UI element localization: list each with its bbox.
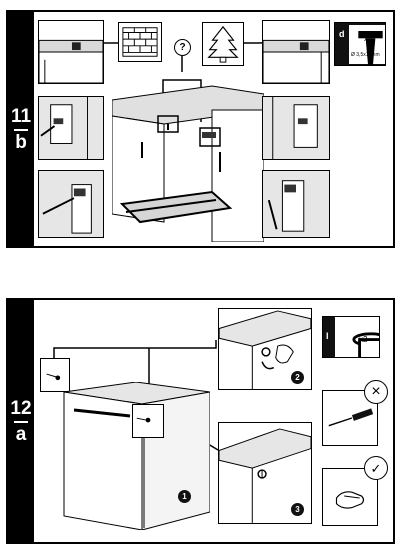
step-12-letter: a	[15, 423, 27, 445]
cap-insertion-detail: 2	[218, 308, 312, 390]
step-12-divider	[14, 420, 28, 423]
hardware-d-card: x4 Ø 3,5x14mm	[349, 25, 385, 65]
hardware-d-quantity: x4	[364, 34, 373, 43]
tree-box	[202, 22, 244, 66]
brick-wall-box	[118, 22, 162, 62]
bracket-detail-bottom-left	[38, 170, 104, 238]
step-12-panel: 12 a 1	[6, 298, 395, 544]
brick-wall-icon	[122, 27, 158, 57]
step-11-panel: 11 b	[6, 10, 395, 248]
step-12-number: 12	[10, 397, 32, 419]
step-11-label: 11 b	[8, 12, 34, 246]
countertop-detail-top-left	[38, 20, 104, 84]
step-11-letter: b	[15, 131, 27, 153]
callout-1-label: 1	[182, 492, 187, 501]
callout-1: 1	[178, 490, 191, 503]
corner-detail-left	[40, 358, 70, 392]
hand-icon	[335, 491, 365, 509]
callout-3: 3	[291, 503, 304, 516]
callout-2-label: 2	[295, 373, 300, 382]
cap-installed-detail: 3	[218, 422, 312, 524]
screwdriver-icon	[328, 408, 374, 427]
callout-3-label: 3	[295, 505, 300, 514]
bracket-detail-middle-left	[38, 96, 104, 160]
step-12-label: 12 a	[8, 300, 34, 542]
cap-icon	[352, 332, 379, 357]
hardware-d-size: Ø 3,5x14mm	[351, 52, 380, 58]
step-11-divider	[14, 128, 28, 131]
callout-2: 2	[291, 371, 304, 384]
hardware-i-tab	[323, 317, 335, 357]
countertop-detail-top-right	[262, 20, 330, 84]
bracket-detail-bottom-right	[262, 170, 330, 238]
hardware-i-letter: I	[326, 331, 329, 341]
step-11-number: 11	[10, 105, 32, 127]
tree-icon	[207, 25, 239, 63]
hardware-d-box: d x4 Ø 3,5x14mm	[334, 22, 386, 66]
not-allowed-icon: ×	[364, 380, 388, 404]
hardware-i-quantity: x2	[359, 335, 368, 344]
bracket-detail-middle-right	[262, 96, 330, 160]
allowed-icon: ✓	[364, 456, 388, 480]
hardware-i-box: I x2	[322, 316, 380, 358]
screw-icon	[358, 31, 383, 65]
dishwasher-under-counter-illustration	[111, 82, 265, 243]
hardware-d-letter: d	[339, 29, 345, 39]
question-mark: ?	[179, 42, 186, 53]
corner-detail-center	[132, 404, 164, 438]
question-icon: ?	[174, 39, 191, 56]
